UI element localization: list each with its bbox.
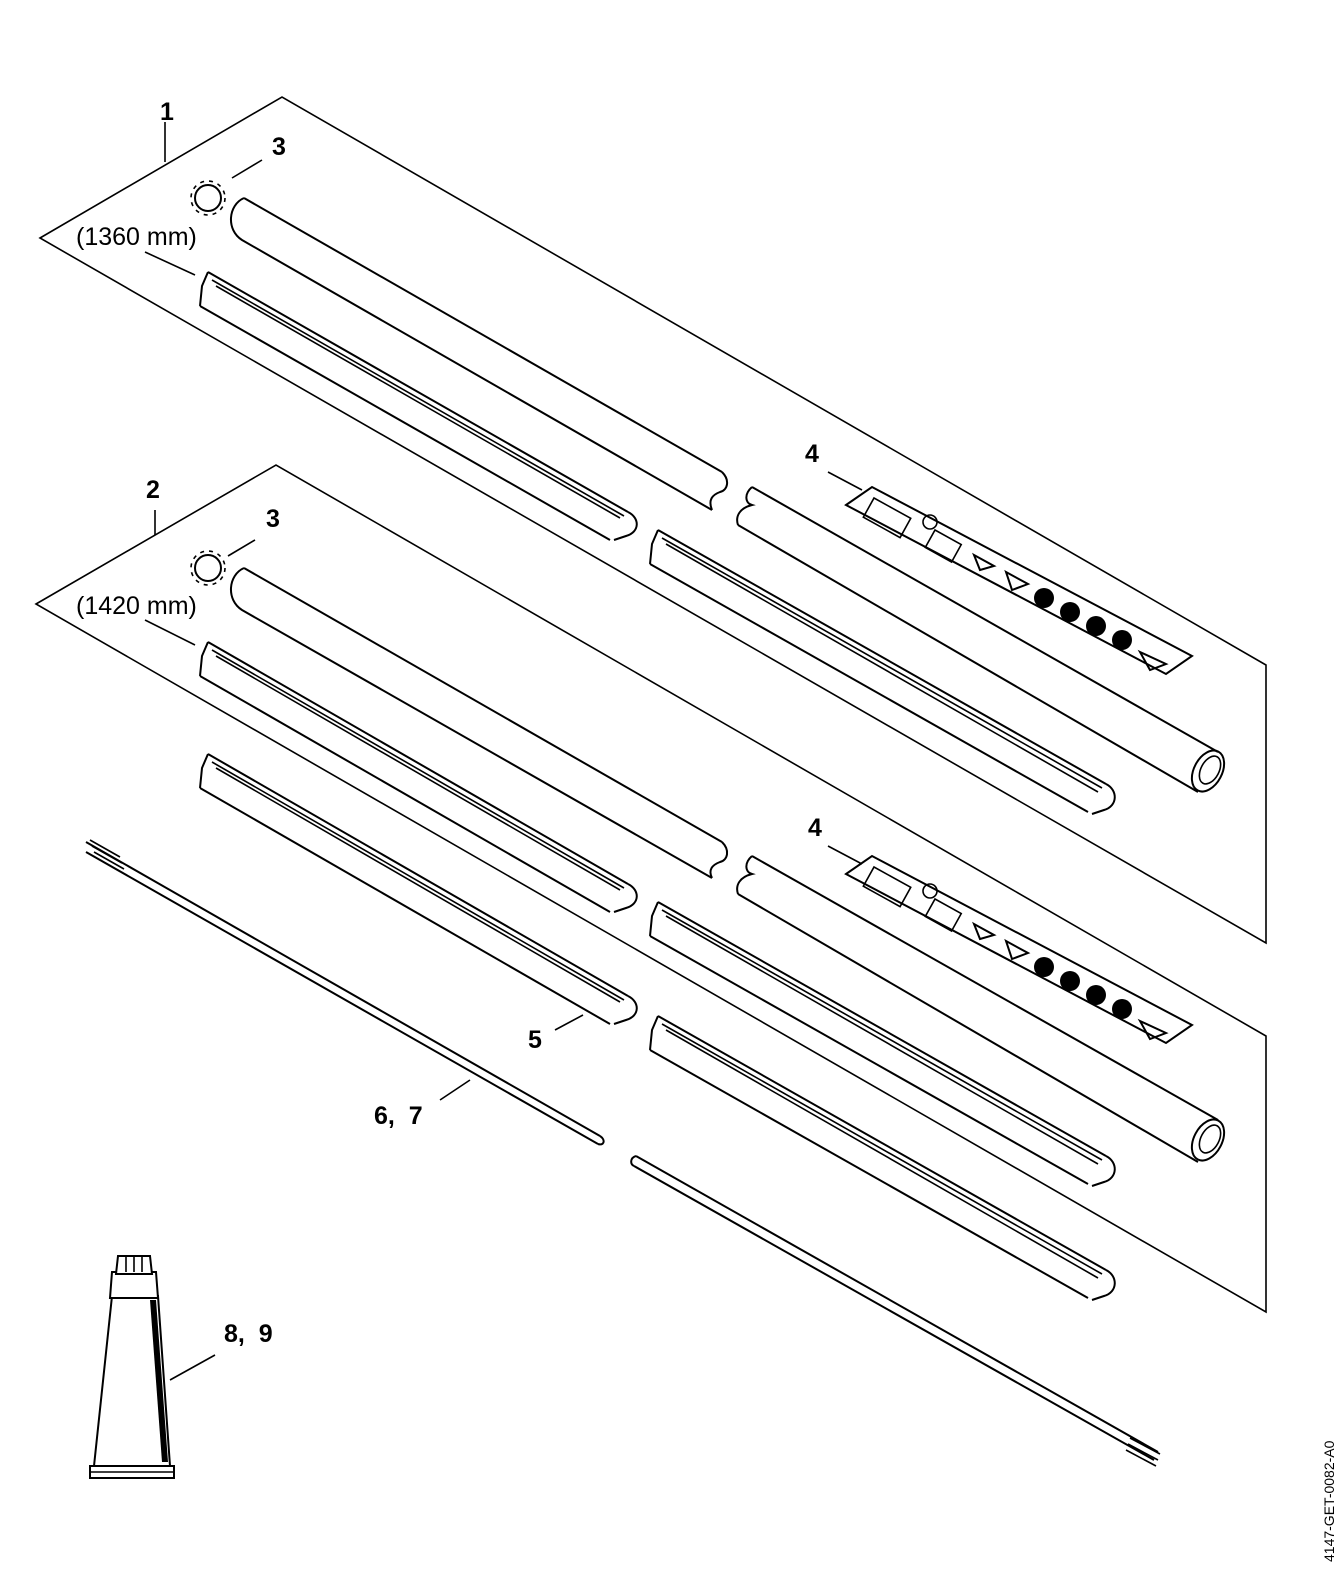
rail-kit2-upper-left [199, 641, 638, 913]
tube-kit2-rear [736, 855, 1226, 1163]
callout-4: 4 [805, 440, 819, 468]
kit2-panel [34, 464, 1267, 1314]
callout-8-9: 8, 9 [224, 1320, 273, 1348]
snap-ring-icon [190, 550, 226, 586]
tube-kit1-front [230, 197, 728, 511]
leader-lines [144, 122, 863, 1381]
rail-kit1-right [649, 529, 1116, 815]
pictogram-label-icon [844, 485, 1194, 676]
rail-kit2-lower-left [199, 753, 638, 1025]
document-id: 4147-GET-0082-A0 [1321, 1440, 1337, 1562]
snap-ring-icon [190, 180, 226, 216]
callout-2: 2 [146, 476, 160, 504]
callout-6-7: 6, 7 [374, 1102, 423, 1130]
rail-kit1-left [199, 271, 638, 541]
dimension-kit1: (1360 mm) [76, 223, 197, 251]
drive-shaft [85, 839, 1161, 1467]
pictogram-label-icon [844, 854, 1194, 1045]
callout-3: 3 [266, 505, 280, 533]
callout-4: 4 [808, 814, 822, 842]
callout-5: 5 [528, 1026, 542, 1054]
dimension-kit2: (1420 mm) [76, 592, 197, 620]
callout-3: 3 [272, 133, 286, 161]
rail-kit2-upper-right [649, 901, 1116, 1187]
tube-kit1-rear [736, 486, 1226, 793]
grease-tube-icon [89, 1255, 175, 1479]
tube-kit2-front [230, 567, 728, 879]
kit1-panel [38, 96, 1267, 945]
rail-kit2-lower-right [649, 1015, 1116, 1301]
callout-1: 1 [160, 98, 174, 126]
